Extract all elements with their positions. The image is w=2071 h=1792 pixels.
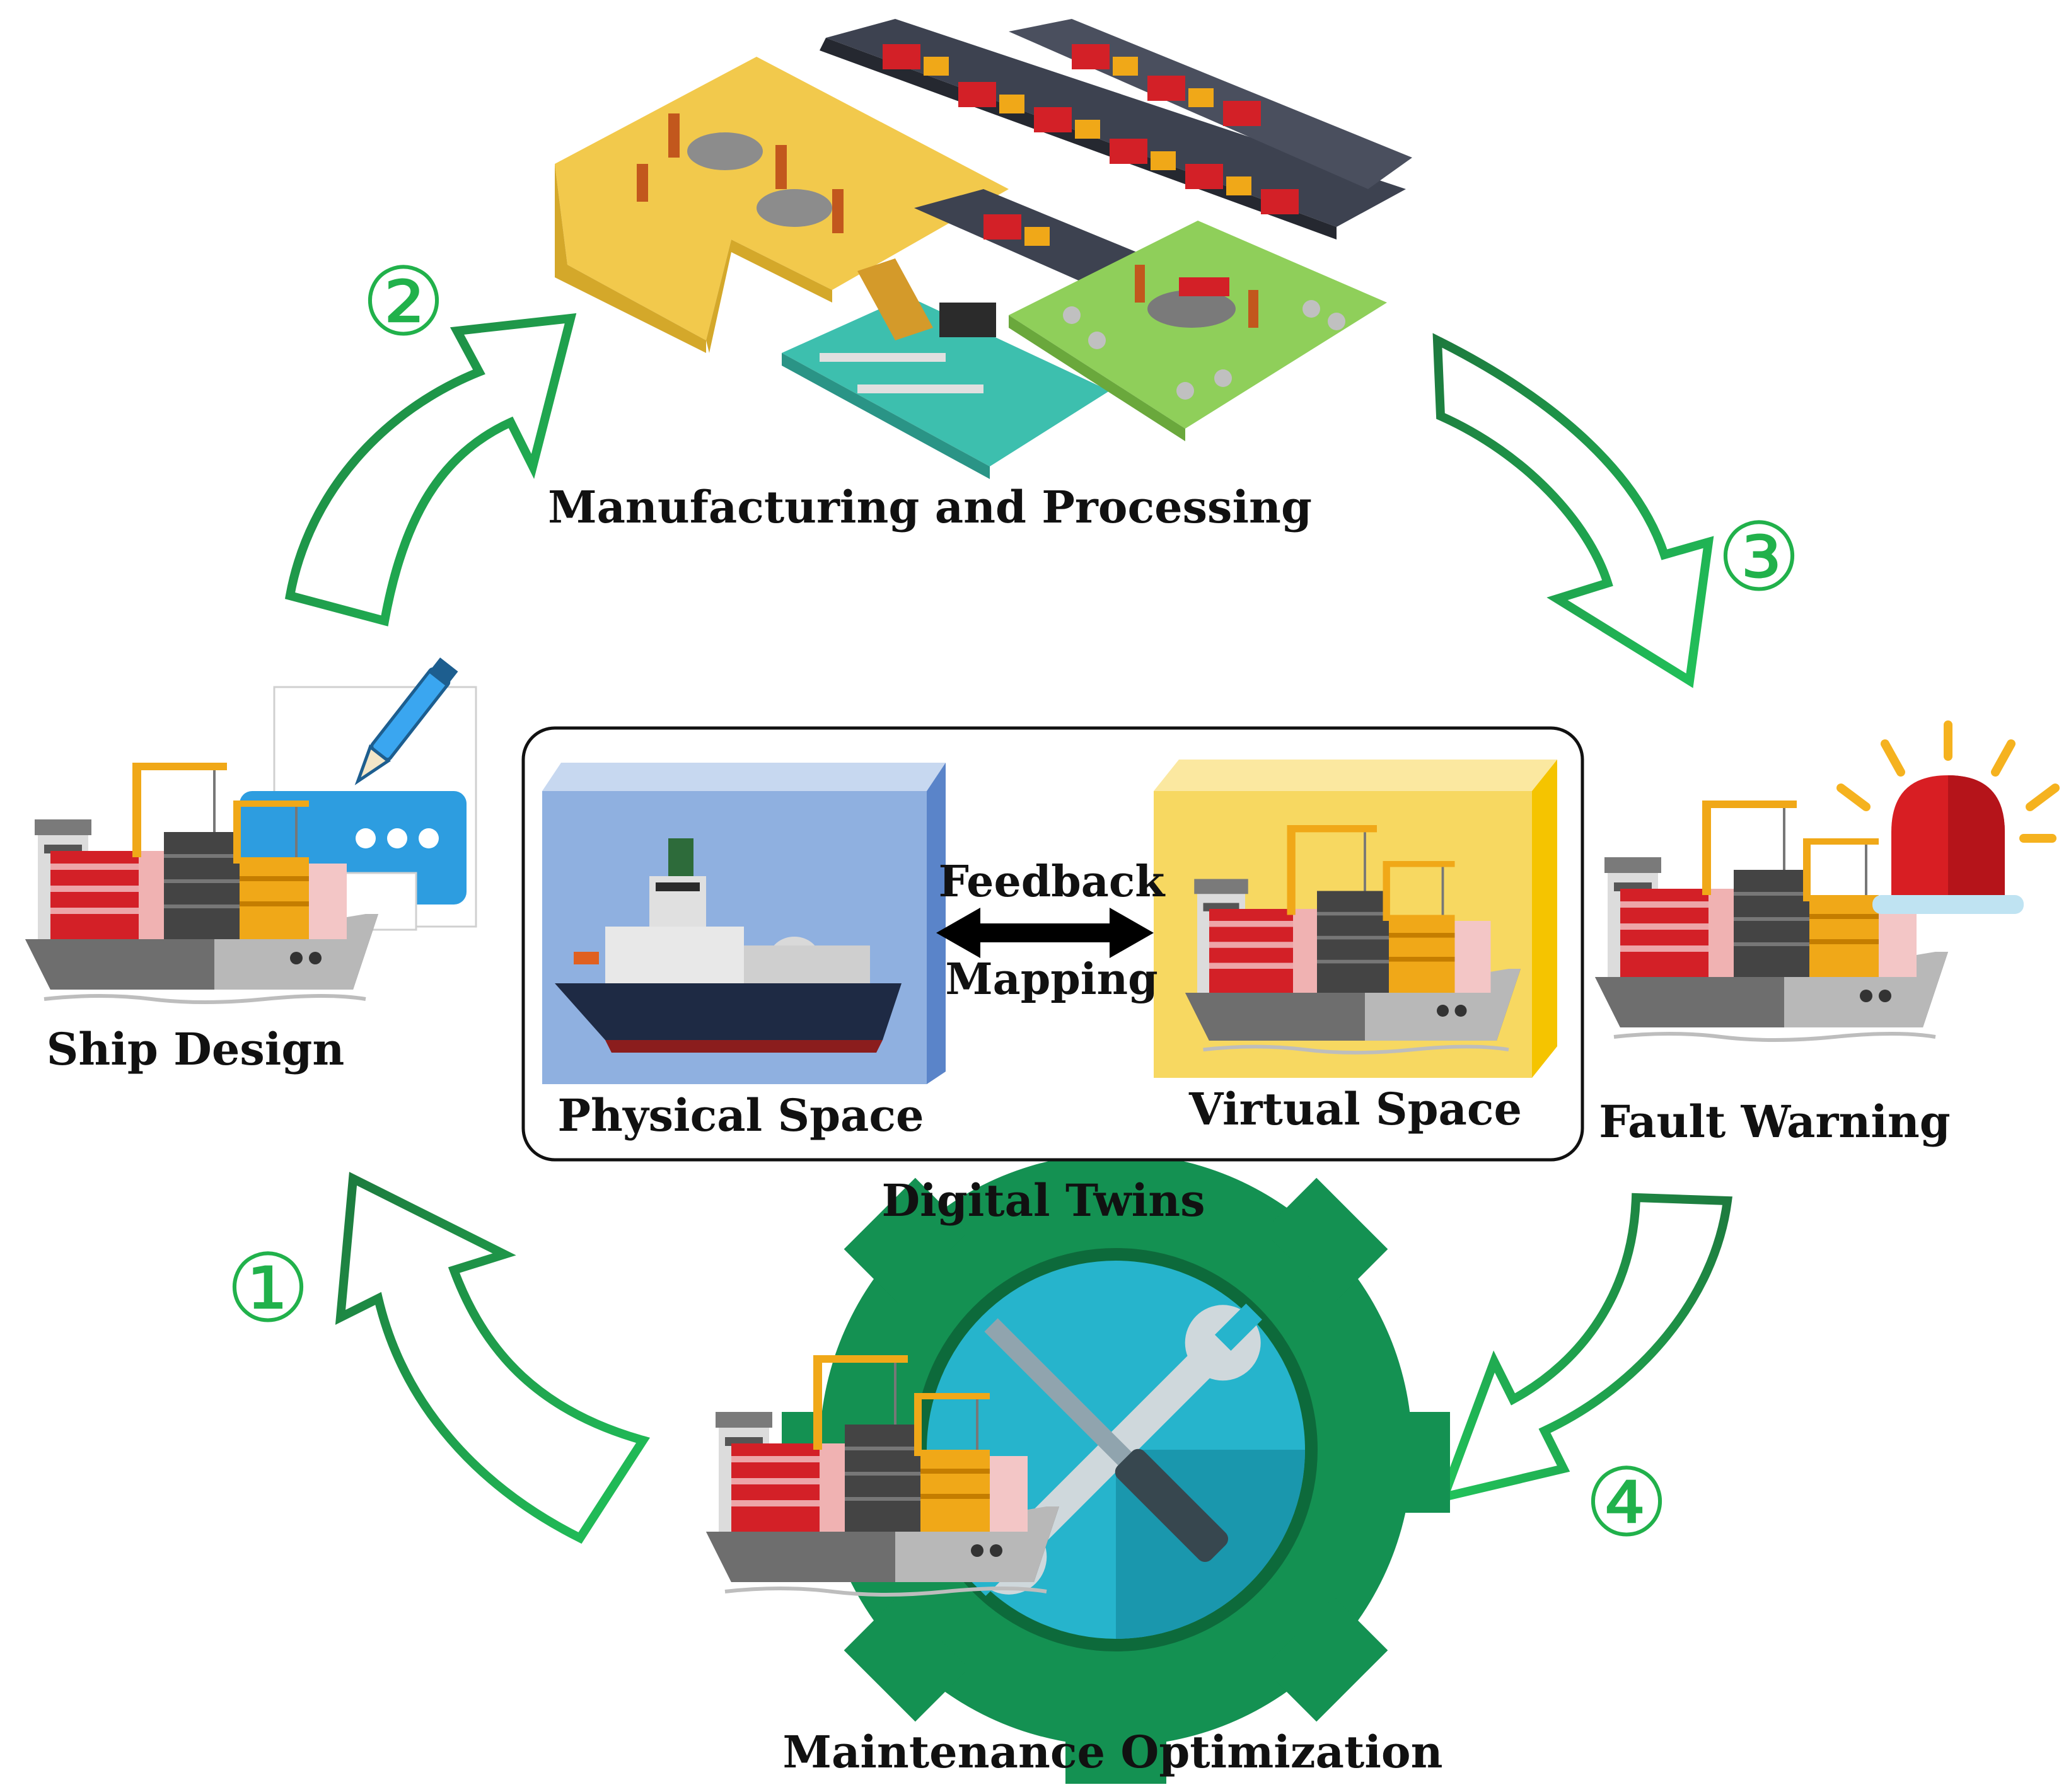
arrow-step-3 bbox=[1432, 333, 1714, 688]
pen-icon bbox=[354, 657, 458, 785]
step-number-2: ② bbox=[361, 248, 446, 357]
step-number-4: ④ bbox=[1584, 1448, 1669, 1558]
label-manufacturing: Manufacturing and Processing bbox=[548, 481, 1312, 533]
physical-space-box bbox=[542, 763, 946, 1084]
step-number-1: ① bbox=[225, 1234, 311, 1344]
shipyard-factory-icon bbox=[555, 19, 1412, 479]
step-number-3: ③ bbox=[1716, 503, 1802, 613]
feedback-mapping-arrow bbox=[936, 908, 1154, 958]
label-feedback: Feedback bbox=[938, 857, 1165, 907]
label-digital-twins: Digital Twins bbox=[881, 1174, 1205, 1227]
label-virtual-space: Virtual Space bbox=[1188, 1083, 1523, 1135]
label-maintenance: Maintenance Optimization bbox=[782, 1726, 1443, 1778]
label-mapping: Mapping bbox=[945, 954, 1158, 1005]
label-physical-space: Physical Space bbox=[557, 1089, 924, 1142]
arrow-step-1 bbox=[335, 1172, 651, 1544]
arrow-step-2 bbox=[284, 313, 577, 627]
alarm-light-icon bbox=[1836, 720, 2060, 914]
label-ship-design: Ship Design bbox=[46, 1023, 345, 1075]
arrow-step-4 bbox=[1436, 1193, 1732, 1503]
label-fault-warning: Fault Warning bbox=[1599, 1095, 1951, 1148]
